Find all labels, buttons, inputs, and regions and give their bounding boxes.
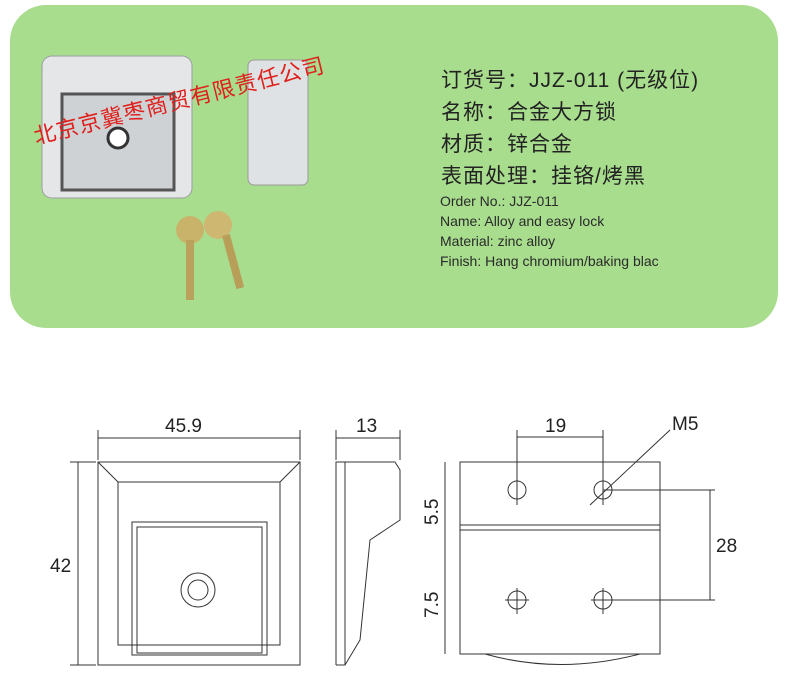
dim-depth: 13	[356, 416, 377, 437]
dim-thread: M5	[672, 414, 698, 435]
back-view	[444, 429, 715, 665]
dim-width: 45.9	[165, 416, 202, 437]
side-view	[335, 430, 401, 666]
front-view	[70, 430, 301, 666]
finish-en: Finish: Hang chromium/baking blac	[440, 253, 659, 269]
dim-hole-spacing: 19	[545, 416, 566, 437]
name-cn: 名称：合金大方锁	[441, 101, 617, 124]
dim-lower: 7.5	[422, 592, 443, 618]
order-en: Order No.: JJZ-011	[440, 193, 559, 209]
material-cn: 材质：锌合金	[441, 133, 573, 156]
material-en: Material: zinc alloy	[440, 233, 556, 249]
name-en: Name: Alloy and easy lock	[440, 213, 605, 229]
dim-upper: 5.5	[422, 499, 443, 525]
lock-photo	[41, 55, 309, 300]
dim-vertical-spacing: 28	[716, 536, 737, 557]
finish-cn: 表面处理：挂铬/烤黑	[441, 165, 646, 188]
order-cn: 订货号：JJZ-011 (无级位)	[441, 69, 700, 92]
dim-height: 42	[50, 556, 71, 577]
